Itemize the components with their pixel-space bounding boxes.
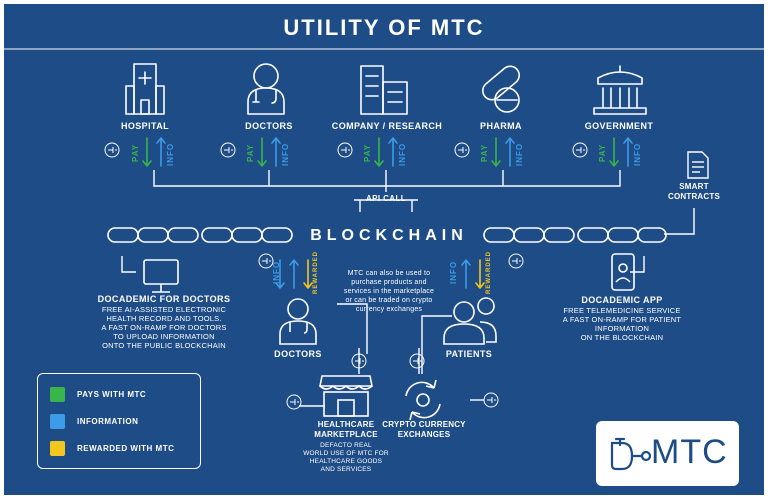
- phone-icon: [611, 253, 635, 291]
- hospital-icon: [125, 63, 165, 115]
- info-label: INFO: [272, 260, 281, 284]
- legend-label: INFORMATION: [77, 416, 139, 426]
- pay-label: PAY: [598, 143, 607, 162]
- legend-swatch-yellow: [50, 440, 65, 456]
- info-label: INFO: [449, 260, 458, 284]
- contract-icon: [687, 151, 709, 179]
- infographic: UTILITY OF MTC HOSPITAL DOCTORS COMPANY …: [4, 4, 764, 495]
- smart-contracts-label: SMART CONTRACTS: [667, 182, 721, 201]
- legend-swatch-blue: [50, 413, 65, 429]
- building-icon: [360, 65, 408, 115]
- monitor-icon: [143, 259, 179, 293]
- doctor-icon: [247, 63, 285, 115]
- patients-icon: [443, 297, 497, 345]
- mtc-note: MTC can also be used to purchase product…: [343, 270, 435, 313]
- exchange-icon: [405, 379, 441, 421]
- pay-label: PAY: [363, 143, 372, 162]
- marketplace-body: DEFACTO REAL WORLD USE OF MTC FOR HEALTH…: [303, 442, 389, 473]
- mtc-coin-icon: [286, 394, 302, 410]
- docademic-app-body: FREE TELEMEDICINE SERVICE A FAST ON-RAMP…: [562, 306, 682, 342]
- blockchain-chain: [107, 227, 667, 243]
- mtc-coin-icon: [258, 253, 274, 269]
- info-label: INFO: [515, 142, 524, 166]
- pay-label: PAY: [480, 143, 489, 162]
- legend-item-information: INFORMATION: [50, 413, 138, 429]
- pay-label: PAY: [246, 143, 255, 162]
- doctors-label: DOCTORS: [274, 349, 322, 359]
- mtc-logo: MTC: [596, 421, 739, 486]
- legend-swatch-green: [50, 386, 65, 402]
- page-title: UTILITY OF MTC: [283, 15, 485, 40]
- entity-label-hospital: HOSPITAL: [120, 121, 170, 131]
- patients-label: PATIENTS: [445, 349, 493, 359]
- mtc-coin-icon: [454, 142, 470, 158]
- blockchain-label: BLOCKCHAIN: [310, 227, 468, 244]
- entity-label-government: GOVERNMENT: [584, 121, 654, 131]
- legend-label: PAYS WITH MTC: [77, 389, 147, 399]
- mtc-coin-icon: [572, 142, 588, 158]
- diagram-graphics: [4, 48, 764, 421]
- logo-text: MTC: [651, 433, 728, 471]
- mtc-coin-icon: [104, 142, 120, 158]
- marketplace-title: HEALTHCARE MARKETPLACE: [314, 420, 378, 439]
- legend-item-pays: PAYS WITH MTC: [50, 386, 146, 402]
- government-icon: [593, 65, 647, 115]
- pills-icon: [482, 65, 520, 113]
- mtc-coin-icon: [337, 142, 353, 158]
- info-label: INFO: [398, 142, 407, 166]
- doctor-icon: [279, 298, 317, 345]
- pay-label: PAY: [131, 143, 140, 162]
- exchanges-label: CRYPTO CURRENCY EXCHANGES: [382, 420, 466, 439]
- legend-item-rewarded: REWARDED WITH MTC: [50, 440, 174, 456]
- mtc-coin-icon: [508, 253, 524, 269]
- docademic-app-title: DOCADEMIC APP: [581, 295, 663, 305]
- rewarded-label: REWARDED: [313, 250, 319, 294]
- mtc-logo-icon: [610, 437, 652, 471]
- docademic-doctors-title: DOCADEMIC FOR DOCTORS: [97, 294, 231, 304]
- docademic-doctors-body: FREE AI-ASSISTED ELECTRONIC HEALTH RECOR…: [101, 305, 227, 350]
- info-label: INFO: [633, 142, 642, 166]
- shop-icon: [319, 375, 373, 417]
- mtc-coin-icon: [483, 392, 499, 408]
- info-label: INFO: [281, 142, 290, 166]
- legend-label: REWARDED WITH MTC: [77, 443, 175, 453]
- entity-label-pharma: PHARMA: [480, 121, 522, 131]
- api-call-label: API CALL: [365, 194, 407, 203]
- mtc-coin-icon: [220, 142, 236, 158]
- info-label: INFO: [166, 142, 175, 166]
- entity-label-doctors: DOCTORS: [245, 121, 293, 131]
- rewarded-label: REWARDED: [486, 250, 492, 294]
- legend: PAYS WITH MTC INFORMATION REWARDED WITH …: [37, 373, 201, 469]
- entity-label-company-research: COMPANY / RESEARCH: [331, 121, 443, 131]
